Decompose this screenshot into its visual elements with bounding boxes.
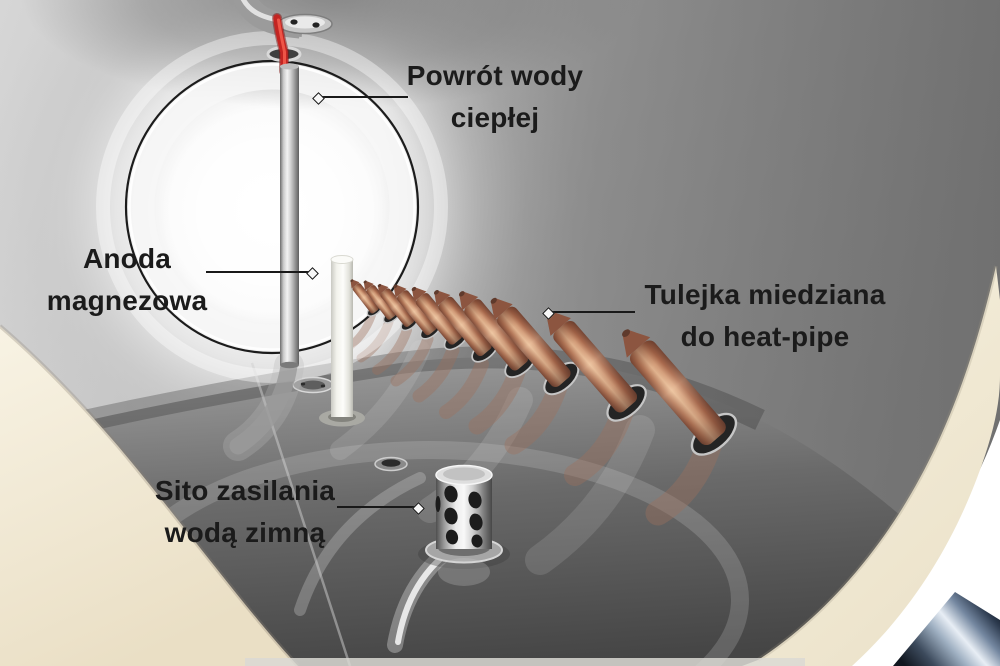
label-copper-sleeve: Tulejka miedziana do heat-pipe [625, 274, 905, 358]
return-flange [277, 13, 333, 35]
leader-warm-water-return [322, 96, 408, 98]
label-line: wodą zimną [164, 517, 326, 548]
label-line: Tulejka miedziana [644, 279, 886, 310]
leader-cold-water-strainer [337, 506, 417, 508]
copper-sleeve [458, 291, 537, 379]
tank-rim-right [742, 265, 1000, 666]
copper-sleeve [490, 297, 580, 396]
copper-sleeve [393, 284, 442, 340]
anode-reflection [229, 357, 298, 455]
label-line: magnezowa [46, 285, 208, 316]
tank-leg [893, 592, 1000, 666]
label-line: Anoda [82, 243, 172, 274]
bottom-strip [245, 658, 805, 666]
anode-wire [272, 13, 289, 76]
copper-sleeve [546, 310, 647, 422]
copper-sleeve [411, 286, 469, 351]
label-magnesium-anode: Anoda magnezowa [22, 238, 232, 322]
label-line: ciepłej [450, 102, 540, 133]
leader-copper-sleeve [552, 311, 635, 313]
manhole-ring [96, 31, 448, 383]
label-line: Sito zasilania [154, 475, 336, 506]
leader-magnesium-anode [206, 271, 312, 273]
strainer-holes [435, 485, 483, 548]
white-tube [319, 255, 365, 427]
copper-sleeves [350, 279, 738, 456]
label-line: do heat-pipe [680, 321, 850, 352]
label-cold-water-strainer: Sito zasilania wodą zimną [135, 470, 355, 554]
copper-sleeve [622, 329, 738, 456]
anode-rod [280, 63, 299, 369]
floor-port [374, 456, 408, 472]
rim-gap [882, 587, 952, 666]
tank-rim-left [0, 324, 300, 666]
cold-water-strainer [418, 464, 510, 586]
copper-reflections [330, 311, 723, 575]
anode-reflection-soft [223, 351, 304, 461]
label-warm-water-return: Powrót wody ciepłej [385, 55, 605, 139]
label-line: Powrót wody [406, 60, 584, 91]
